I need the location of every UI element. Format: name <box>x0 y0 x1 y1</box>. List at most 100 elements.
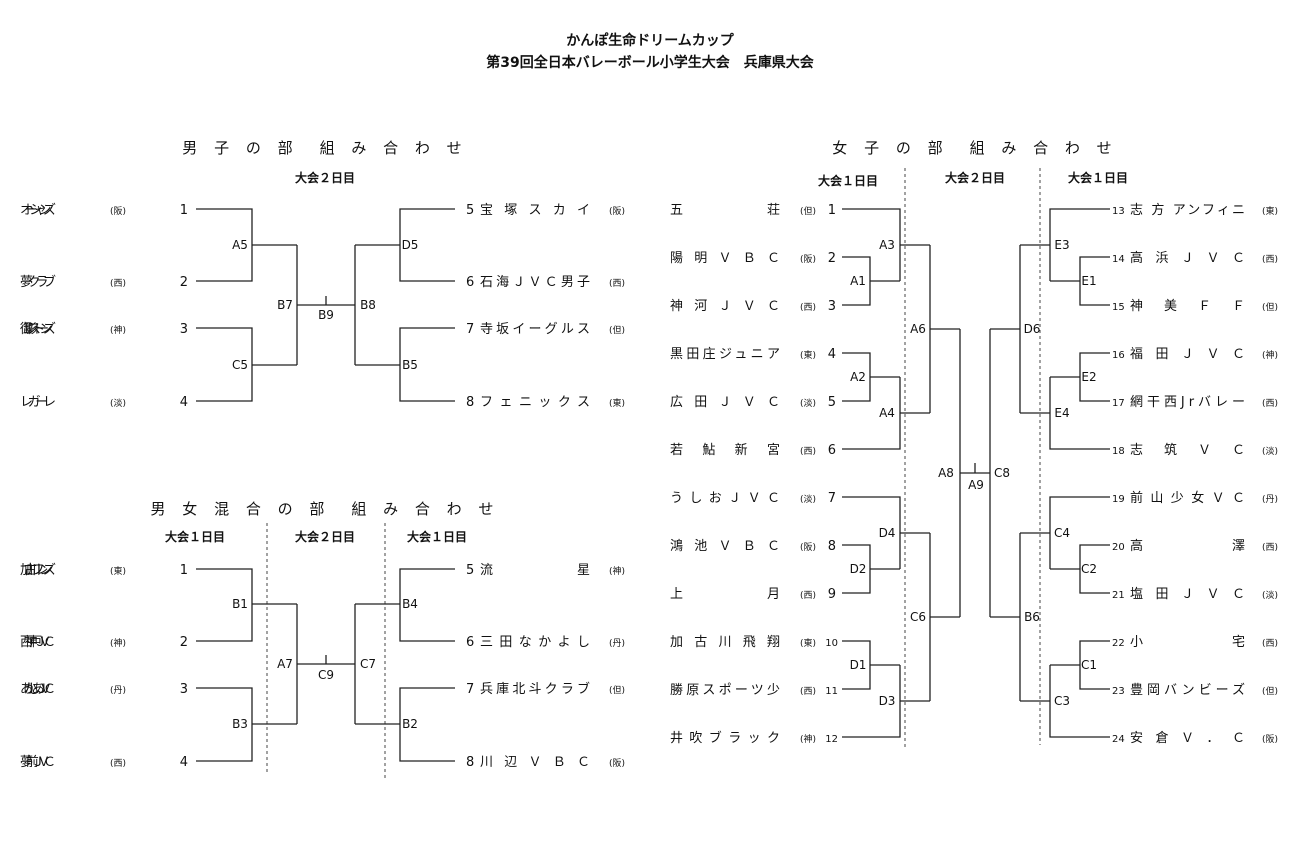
bracket-node-label: E4 <box>1054 406 1069 420</box>
team-affiliation: (東) <box>800 349 816 361</box>
tournament-subtitle: 第39回全日本バレーボール小学生大会 兵庫県大会 <box>486 55 814 71</box>
team-affiliation: (神) <box>609 565 625 577</box>
bracket-line <box>842 665 901 738</box>
bracket-node-label: A4 <box>879 406 895 420</box>
team-seed: 11 <box>825 686 838 697</box>
bracket-node-label: D5 <box>402 238 419 252</box>
team-name: 夢 前 Ｊ Ｖ Ｃ <box>20 754 56 770</box>
girls-day-label: 大会１日目 <box>818 173 878 188</box>
bracket-line <box>842 377 901 450</box>
team-name: 西 神 戸 Ｊ Ｖ Ｃ <box>20 635 56 650</box>
team-seed: 3 <box>180 322 188 337</box>
team-name: フェニックス <box>480 395 590 410</box>
team-name: 小 宅 <box>1130 635 1245 650</box>
bracket-node-label: A1 <box>850 274 866 288</box>
team-name: 若 鮎 新 宮 <box>670 442 780 458</box>
team-name: 黒田庄ジュニア <box>670 346 780 362</box>
team-name: 上 月 <box>670 587 780 602</box>
bracket-node-label: A7 <box>277 657 293 671</box>
mixed-section-title: 男 女 混 合 の 部 組 み 合 わ せ <box>151 500 500 518</box>
team-name: 豊岡バンビーズ <box>1130 682 1245 698</box>
team-name: 塩 田 Ｊ Ｖ Ｃ <box>1130 587 1245 602</box>
team-name: 福 田 Ｊ Ｖ Ｃ <box>1130 347 1245 362</box>
bracket-node-label: C2 <box>1081 562 1097 576</box>
team-affiliation: (但) <box>1262 685 1278 697</box>
bracket-node-label: E3 <box>1054 238 1069 252</box>
team-seed: 8 <box>828 539 836 554</box>
bracket-node-label: B2 <box>402 717 418 731</box>
team-affiliation: (西) <box>110 758 126 769</box>
boys-day-label: 大会２日目 <box>295 170 355 185</box>
bracket-node-label: B3 <box>232 717 248 731</box>
team-affiliation: (西) <box>800 302 816 313</box>
bracket-line <box>842 496 901 569</box>
team-name: 志 筑 Ｖ Ｃ <box>1130 442 1245 458</box>
team-seed: 2 <box>828 251 836 266</box>
bracket-node-label: D1 <box>850 658 867 672</box>
team-affiliation: (神) <box>1262 349 1278 361</box>
team-name: 広 田 Ｊ Ｖ Ｃ <box>670 395 780 410</box>
team-affiliation: (但) <box>800 205 816 217</box>
mixed-day-label: 大会２日目 <box>295 529 355 544</box>
team-affiliation: (阪) <box>800 254 816 265</box>
team-name: 陽 明 Ｖ Ｂ Ｃ <box>670 251 780 266</box>
team-name: 高 浜 Ｊ Ｖ Ｃ <box>1130 250 1245 266</box>
team-affiliation: (淡) <box>800 494 816 505</box>
bracket-node-label: A6 <box>910 322 926 336</box>
bracket-node-label: E1 <box>1081 274 1096 288</box>
girls-section-title: 女 子 の 部 組 み 合 わ せ <box>832 139 1117 157</box>
team-name: 鴻 池 Ｖ Ｂ Ｃ <box>670 539 780 554</box>
team-name: 加古川フレンズ <box>20 562 56 578</box>
team-seed: 7 <box>828 491 836 506</box>
team-name: 三 田 な か よ し <box>480 635 590 650</box>
team-name: 高 澤 <box>1130 538 1245 554</box>
team-affiliation: (但) <box>609 324 625 336</box>
team-affiliation: (淡) <box>800 398 816 409</box>
team-affiliation: (淡) <box>1262 590 1278 601</box>
team-seed: 22 <box>1112 638 1125 649</box>
bracket-line <box>1049 496 1110 569</box>
team-affiliation: (神) <box>110 324 126 336</box>
team-seed: 5 <box>466 203 474 218</box>
bracket-node-label: C3 <box>1054 694 1070 708</box>
bracket-line <box>842 208 901 281</box>
bracket-node-label: C7 <box>360 657 376 671</box>
bracket-node-label: C4 <box>1054 526 1070 540</box>
team-seed: 4 <box>180 395 188 410</box>
team-affiliation: (西) <box>1262 398 1278 409</box>
bracket-node-label: B4 <box>402 597 418 611</box>
team-seed: 14 <box>1112 254 1125 265</box>
team-name: 夢 ク ラ ブ <box>20 274 56 290</box>
team-seed: 8 <box>466 395 474 410</box>
team-seed: 7 <box>466 322 474 337</box>
team-name: 志 方 アンフィニ <box>1130 202 1245 218</box>
team-seed: 19 <box>1112 494 1125 505</box>
team-affiliation: (阪) <box>609 206 625 217</box>
bracket-node-label: A8 <box>938 466 954 480</box>
bracket-node-label: C1 <box>1081 658 1097 672</box>
team-seed: 1 <box>828 203 836 218</box>
team-name: 加 古 川 飛 翔 <box>670 635 780 650</box>
team-seed: 10 <box>825 638 838 649</box>
team-affiliation: (西) <box>110 278 126 289</box>
team-seed: 2 <box>180 635 188 650</box>
bracket-node-label: B7 <box>277 298 293 312</box>
bracket-line <box>1049 665 1110 738</box>
bracket-node-label: D4 <box>879 526 896 540</box>
team-seed: 4 <box>180 755 188 770</box>
team-seed: 16 <box>1112 350 1125 361</box>
team-affiliation: (西) <box>800 590 816 601</box>
team-affiliation: (但) <box>1262 301 1278 313</box>
team-seed: 4 <box>828 347 836 362</box>
team-affiliation: (阪) <box>800 542 816 553</box>
bracket-node-label: C8 <box>994 466 1010 480</box>
team-seed: 13 <box>1112 206 1125 217</box>
team-name: 石海ＪＶＣ男子 <box>480 275 590 290</box>
team-name: 御影ストーンズ <box>20 321 56 337</box>
team-seed: 23 <box>1112 686 1125 697</box>
team-seed: 17 <box>1112 398 1125 409</box>
team-affiliation: (神) <box>110 637 126 649</box>
team-name: 兵庫北斗クラブ <box>480 681 590 697</box>
team-seed: 1 <box>180 563 188 578</box>
